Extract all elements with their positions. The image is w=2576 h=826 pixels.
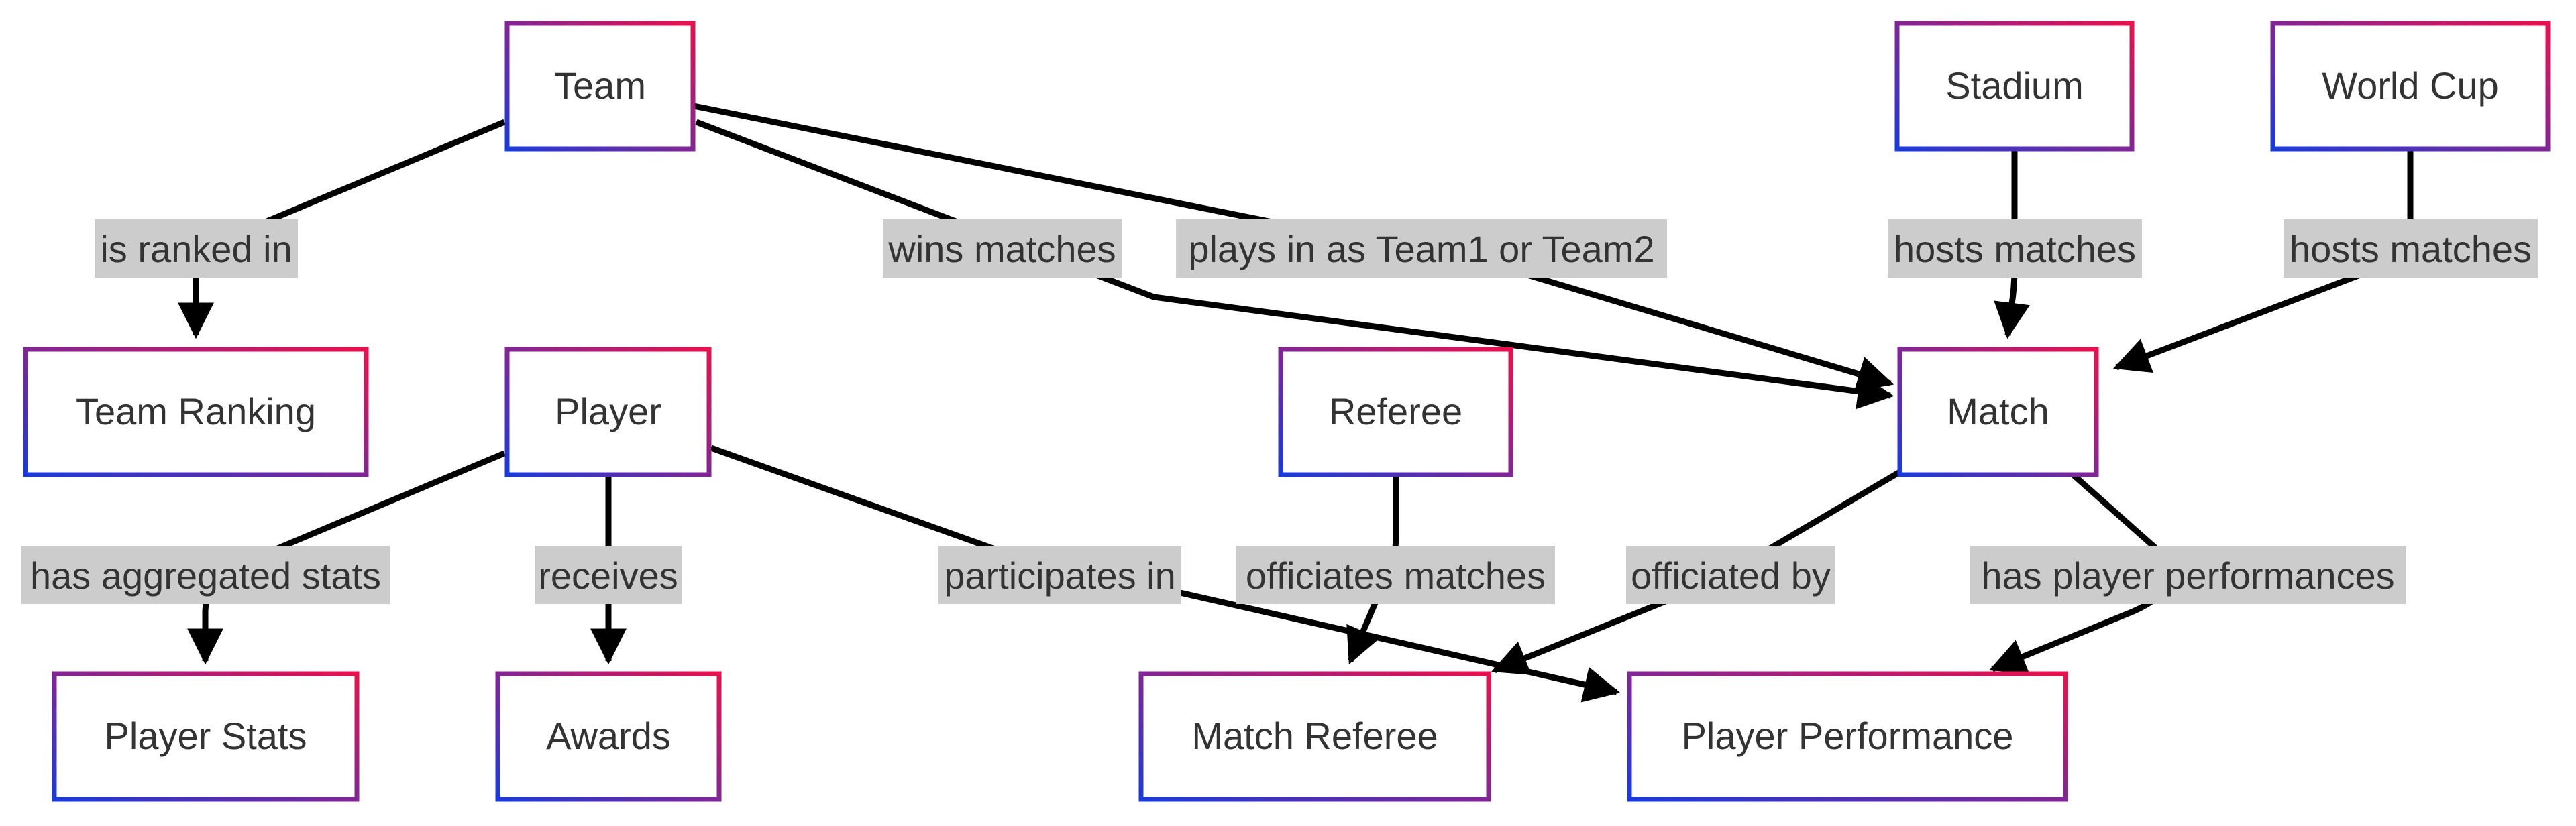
edge-label-is-ranked-in: is ranked in — [95, 219, 298, 278]
svg-text:Awards: Awards — [546, 715, 671, 757]
node-player[interactable]: Player — [504, 347, 712, 477]
node-team[interactable]: Team — [504, 21, 696, 152]
node-player-stats[interactable]: Player Stats — [52, 671, 360, 802]
node-match[interactable]: Match — [1897, 347, 2099, 477]
edge-label-worldcup-hosts-matches: hosts matches — [2284, 219, 2538, 278]
svg-text:receives: receives — [538, 554, 678, 597]
svg-text:hosts matches: hosts matches — [2290, 228, 2532, 270]
node-player-performance[interactable]: Player Performance — [1627, 671, 2068, 802]
edge-label-has-player-performances: has player performances — [1970, 546, 2406, 604]
edge-labels: is ranked in wins matches plays in as Te… — [21, 219, 2538, 604]
edge-label-stadium-hosts-matches: hosts matches — [1888, 219, 2142, 278]
svg-text:Team: Team — [554, 64, 646, 107]
svg-text:World Cup: World Cup — [2322, 64, 2499, 107]
svg-text:officiated by: officiated by — [1631, 554, 1831, 597]
edge-label-officiates-matches: officiates matches — [1236, 546, 1555, 604]
node-team-ranking[interactable]: Team Ranking — [23, 347, 369, 477]
svg-text:officiates matches: officiates matches — [1246, 554, 1546, 597]
svg-text:hosts matches: hosts matches — [1894, 228, 2136, 270]
edge-label-officiated-by: officiated by — [1626, 546, 1835, 604]
edge-label-has-aggregated-stats: has aggregated stats — [21, 546, 390, 604]
svg-text:plays in as Team1 or Team2: plays in as Team1 or Team2 — [1188, 228, 1654, 270]
svg-text:Player Performance: Player Performance — [1682, 715, 2014, 757]
nodes: Team Stadium World Cup Team Ranking Play… — [23, 21, 2551, 802]
svg-text:Referee: Referee — [1329, 390, 1462, 432]
svg-text:Player Stats: Player Stats — [105, 715, 307, 757]
svg-text:wins matches: wins matches — [888, 228, 1116, 270]
svg-text:is ranked in: is ranked in — [100, 228, 292, 270]
node-world-cup[interactable]: World Cup — [2270, 21, 2551, 152]
node-referee[interactable]: Referee — [1278, 347, 1513, 477]
svg-text:Player: Player — [555, 390, 661, 432]
svg-text:has aggregated stats: has aggregated stats — [30, 554, 381, 597]
svg-text:Team Ranking: Team Ranking — [76, 390, 316, 432]
svg-text:Stadium: Stadium — [1945, 64, 2083, 107]
edge-label-wins-matches: wins matches — [883, 219, 1122, 278]
svg-text:Match: Match — [1947, 390, 2049, 432]
node-awards[interactable]: Awards — [495, 671, 722, 802]
edge-team-match-wins — [695, 119, 1894, 410]
svg-text:Match Referee: Match Referee — [1191, 715, 1438, 757]
node-match-referee[interactable]: Match Referee — [1138, 671, 1491, 802]
svg-text:has player performances: has player performances — [1981, 554, 2394, 597]
edge-label-receives: receives — [535, 546, 682, 604]
node-stadium[interactable]: Stadium — [1894, 21, 2135, 152]
svg-text:participates in: participates in — [944, 554, 1176, 597]
edge-label-participates-in: participates in — [938, 546, 1181, 604]
edge-label-plays-in: plays in as Team1 or Team2 — [1176, 219, 1667, 278]
